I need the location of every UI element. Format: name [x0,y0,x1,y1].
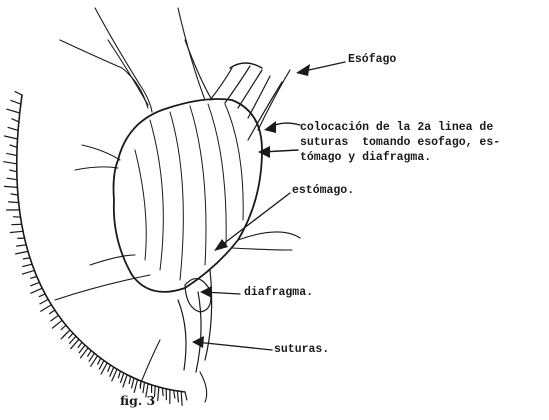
hatch-stroke [11,100,21,104]
hatch-stroke [121,373,124,382]
hatch-stroke [78,342,82,347]
hatch-stroke [51,315,59,321]
hatch-stroke [10,145,17,147]
hatch-stroke [31,282,40,285]
label-suturas: suturas. [274,343,329,357]
hatch-stroke [23,258,30,259]
label-colocacion-line-3: tómago y diafragma. [300,151,431,165]
hatch-stroke [185,392,187,400]
label-esofago: Esófago [348,53,396,67]
hatch-stroke [4,162,17,164]
hatch-stroke [10,170,17,172]
hatch-stroke [14,217,21,218]
vessels-top [60,8,212,170]
hatch-stroke [70,336,76,343]
diaphragm-arc [17,95,185,392]
hatch-stroke [118,371,120,378]
label-diafragma: diafragma. [244,286,313,300]
hatch-stroke [7,178,17,180]
hatch-stroke [134,380,137,393]
hatch-stroke [9,202,19,203]
hatch-stroke [39,294,45,297]
hatch-stroke [89,353,94,361]
hatch-stroke [79,345,85,353]
hatch-stroke [69,333,73,338]
label-colocacion-line-2: suturas tomando esofago, es- [300,136,500,150]
figure-caption: fig. 3 [120,393,155,408]
hatch-stroke [15,92,22,95]
hatch-stroke [23,264,32,266]
hatch-stroke [52,320,62,328]
hatch-stroke [8,127,18,130]
hatch-stroke [88,351,92,357]
arrow-suturas [192,336,272,350]
hatch-stroke [7,109,20,113]
hatch-stroke [123,375,127,387]
diaphragm-hatching [4,92,187,406]
arrow-colocacion-top [264,121,300,133]
hatch-stroke [177,391,178,402]
hatch-stroke [110,367,114,376]
hatch-stroke [181,392,182,406]
label-colocacion-line-1: colocación de la 2a linea de [300,121,493,135]
hatch-stroke [98,358,101,364]
hatch-stroke [4,186,17,187]
hatch-stroke [31,288,42,293]
hatch-stroke [163,388,164,396]
hatch-stroke [11,194,18,195]
hatch-stroke [50,310,55,314]
hatch-stroke [22,270,34,274]
hatch-stroke [158,387,159,400]
hatch-stroke [5,136,18,139]
hatch-stroke [143,382,145,392]
hatch-stroke [12,119,19,122]
esophagus [210,63,290,140]
hatch-stroke [10,231,23,232]
hatch-stroke [99,361,104,370]
hatch-stroke [132,378,134,388]
hatch-stroke [16,251,28,254]
arrow-esofago [296,62,345,76]
arrow-colocacion-bottom [258,146,298,158]
stomach-outline [114,99,263,292]
hatch-stroke [129,377,130,384]
hatch-stroke [40,299,48,304]
hatch-stroke [31,277,37,279]
hatch-stroke [174,390,175,398]
hatch-stroke [41,305,52,312]
hatch-stroke [61,325,66,329]
hatch-stroke [7,153,17,155]
hatch-stroke [17,245,27,246]
hatch-stroke [108,365,111,371]
arrow-diafragma [200,286,240,298]
label-estomago: estómago. [292,184,354,198]
lower-structures [55,232,300,402]
